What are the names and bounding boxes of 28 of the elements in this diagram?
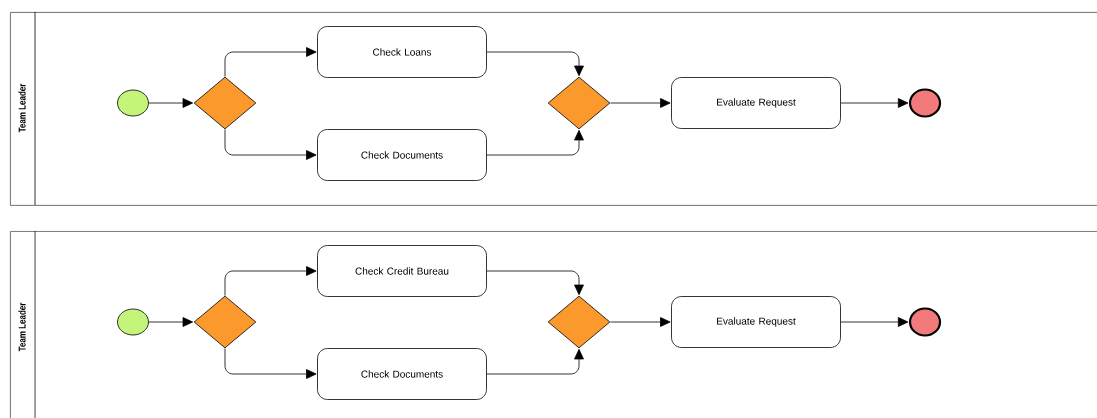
arrow [486, 348, 584, 375]
gateway-diamond [193, 295, 257, 349]
arrow [486, 270, 584, 296]
task-box: Evaluate Request [671, 296, 841, 348]
gateway-diamond [547, 76, 611, 130]
arrow [224, 47, 317, 77]
arrow [840, 317, 909, 327]
arrow [486, 129, 584, 156]
arrow [610, 98, 671, 108]
gateway-diamond [547, 295, 611, 349]
arrow [148, 98, 194, 108]
arrow [486, 51, 584, 77]
task-box: Check Loans [317, 26, 487, 78]
end-event [908, 307, 942, 337]
arrow [148, 317, 194, 327]
task-box: Evaluate Request [671, 77, 841, 129]
arrow [224, 266, 317, 296]
task-box: Check Documents [317, 348, 487, 400]
start-event [117, 89, 149, 117]
end-event [908, 88, 942, 118]
arrow [610, 317, 671, 327]
task-box: Check Documents [317, 129, 487, 181]
task-box: Check Credit Bureau [317, 245, 487, 297]
arrow [224, 348, 317, 379]
start-event [117, 308, 149, 336]
arrow [840, 98, 909, 108]
gateway-diamond [193, 76, 257, 130]
arrow [224, 129, 317, 160]
